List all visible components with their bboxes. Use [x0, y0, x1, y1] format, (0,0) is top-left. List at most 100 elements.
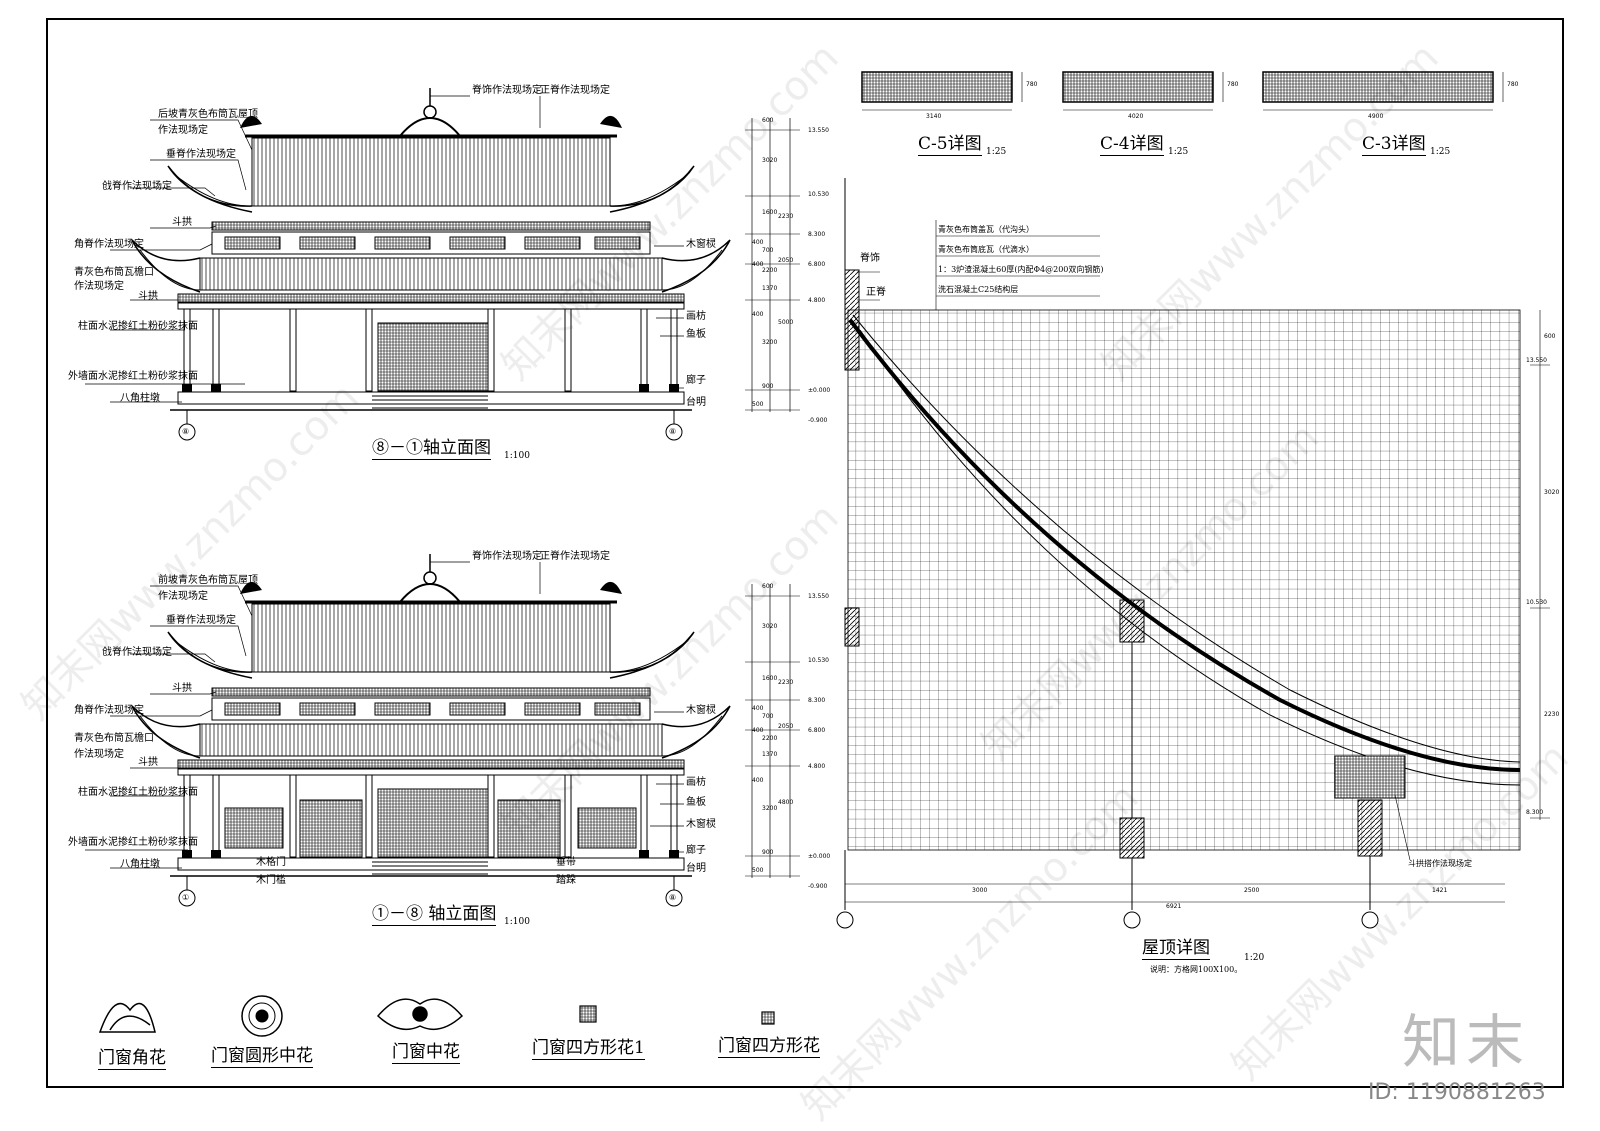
ornament-label-square1: 门窗四方形花1 [532, 1038, 645, 1060]
dim: 900 [762, 383, 774, 390]
roof-dim: 1421 [1432, 887, 1448, 894]
ornament-center-drawing [376, 998, 464, 1031]
label: 正脊作法现场定 [540, 551, 610, 562]
dim: 2230 [778, 679, 794, 686]
elevation-mark: 13.550 [808, 593, 829, 600]
label: 八角柱墩 [120, 859, 160, 870]
detail-c3-width: 4900 [1368, 113, 1384, 120]
dim: 400 [752, 239, 764, 246]
label: 角脊作法现场定 [74, 239, 144, 250]
roof-dim: 600 [1544, 333, 1556, 340]
roof-layer-3: 1：3炉渣混凝土60厚(内配Φ4@200双向钢筋) [938, 265, 1104, 274]
dim: 500 [752, 401, 764, 408]
elevation-mark: 4.800 [808, 297, 826, 304]
label: 作法现场定 [74, 749, 124, 760]
scale: 1:25 [1168, 147, 1189, 157]
dim: 3020 [762, 157, 778, 164]
label: 斗拱 [138, 757, 158, 768]
label: 戗脊作法现场定 [102, 181, 172, 192]
label: 后坡青灰色布筒瓦屋顶 [158, 109, 258, 120]
dim: 3020 [762, 623, 778, 630]
dim: 400 [752, 727, 764, 734]
elevation-mark: 10.530 [808, 191, 829, 198]
label: 青灰色布筒瓦檐口 [74, 733, 154, 744]
dim: 2200 [762, 267, 778, 274]
dim: 5000 [778, 319, 794, 326]
roof-dim: 3000 [972, 887, 988, 894]
detail-c3-drawing [1262, 71, 1504, 111]
dim: 500 [752, 867, 764, 874]
detail-c4-width: 4020 [1128, 113, 1144, 120]
detail-c5-title: C-5详图 [918, 134, 982, 156]
label: 木格门 [256, 857, 286, 868]
dim: 2050 [778, 723, 794, 730]
elevation-mark: 10.530 [1526, 599, 1547, 606]
detail-c4-drawing [1062, 71, 1224, 111]
label: 作法现场定 [158, 591, 208, 602]
dim: 400 [752, 311, 764, 318]
label: 八角柱墩 [120, 393, 160, 404]
roof-layer-4: 洗石混凝土C25结构层 [938, 285, 1019, 294]
label: 廊子 [686, 845, 706, 856]
axis-marker: ⑧ [182, 427, 190, 436]
roof-dim-total: 6921 [1166, 903, 1182, 910]
scale: 1:25 [986, 147, 1007, 157]
label: 廊子 [686, 375, 706, 386]
roof-dim: 2500 [1244, 887, 1260, 894]
axis-marker: ① [182, 893, 190, 902]
label: 木窗棂 [686, 819, 716, 830]
detail-c4-title: C-4详图 [1100, 134, 1164, 156]
label: 外墙面水泥掺红土粉砂浆抹面 [68, 371, 198, 382]
roof-dim: 2230 [1544, 711, 1560, 718]
roof-note: 说明：方格网100X100。 [1150, 965, 1243, 974]
elevation-mark: 4.800 [808, 763, 826, 770]
label: 木门槛 [256, 875, 286, 886]
label: 作法现场定 [74, 281, 124, 292]
ornament-square1-drawing [579, 1005, 597, 1023]
label: 斗拱 [172, 217, 192, 228]
elevation-mark: 6.800 [808, 261, 826, 268]
label: 垂带 [556, 857, 576, 868]
axis-marker: ⑧ [669, 893, 677, 902]
label: 斗拱 [172, 683, 192, 694]
detail-c5-height: 780 [1026, 81, 1038, 88]
label: 画枋 [686, 311, 706, 322]
label: 脊饰作法现场定 [472, 551, 542, 562]
label: 正脊作法现场定 [540, 85, 610, 96]
drawing-frame [46, 18, 1564, 1088]
dim: 900 [762, 849, 774, 856]
roof-layer-1: 青灰色布筒盖瓦（代沟头） [938, 225, 1034, 234]
label: 柱面水泥掺红土粉砂浆抹面 [78, 787, 198, 798]
scale: 1:25 [1430, 147, 1451, 157]
dim: 2230 [778, 213, 794, 220]
label: 踏跺 [556, 875, 576, 886]
label: 台明 [686, 397, 706, 408]
roof-layer-2: 青灰色布筒底瓦（代滴水） [938, 245, 1034, 254]
dim: 700 [762, 247, 774, 254]
ornament-corner-drawing [98, 1002, 156, 1033]
elevation-mark: 8.300 [808, 697, 826, 704]
elevation-mark: -0.900 [808, 883, 828, 890]
id-text: ID: 1190881263 [1368, 1080, 1546, 1105]
label: 青灰色布筒瓦檐口 [74, 267, 154, 278]
label: 作法现场定 [158, 125, 208, 136]
bracket-label: 斗拱搭作法现场定 [1408, 859, 1472, 868]
elevation-bottom-title: ①－⑧ 轴立面图 [372, 904, 497, 926]
dim: 700 [762, 713, 774, 720]
label: 角脊作法现场定 [74, 705, 144, 716]
elevation-mark: 13.550 [1526, 357, 1547, 364]
elevation-mark: 10.530 [808, 657, 829, 664]
dim: 2200 [762, 735, 778, 742]
roof-detail-drawing [836, 178, 1550, 929]
ornament-label-round: 门窗圆形中花 [211, 1046, 313, 1068]
ornament-label-square: 门窗四方形花 [718, 1036, 820, 1058]
scale: 1:100 [504, 917, 530, 927]
dim: 400 [752, 705, 764, 712]
brand-logo: 知末 [1402, 1008, 1531, 1076]
dim: 1370 [762, 285, 778, 292]
elevation-mark: 13.550 [808, 127, 829, 134]
label: 前坡青灰色布筒瓦屋顶 [158, 575, 258, 586]
detail-c3-title: C-3详图 [1362, 134, 1426, 156]
dim: 400 [752, 261, 764, 268]
